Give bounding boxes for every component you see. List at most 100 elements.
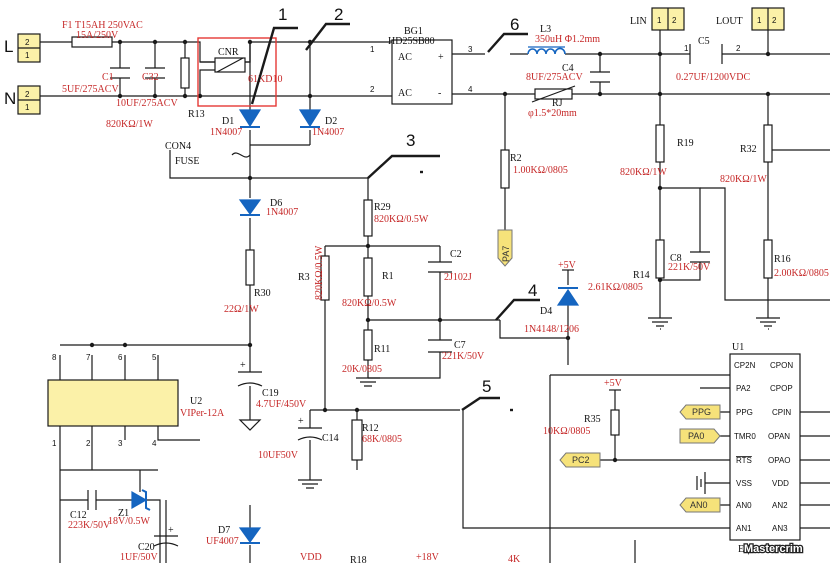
vcc5b-label: +5V bbox=[604, 378, 623, 389]
u1-pin-an0: AN0 bbox=[736, 501, 752, 510]
z1-value: 18V/0.5W bbox=[108, 516, 151, 527]
r18-label: R18 bbox=[350, 555, 367, 563]
u1-pin-pa2: PA2 bbox=[736, 384, 751, 393]
f1-rating: 15A/250V bbox=[76, 30, 119, 41]
c32-label: C32 bbox=[142, 72, 159, 83]
u1-pin-vdd: VDD bbox=[772, 479, 789, 488]
capacitor-c19: + C19 4.7UF/450V bbox=[237, 360, 307, 410]
l3-value: 350uH Φ1.2mm bbox=[535, 34, 600, 45]
r14-value: 2.61KΩ/0805 bbox=[588, 282, 643, 293]
lin-label: LIN bbox=[630, 16, 647, 27]
connector-n: 2 1 N bbox=[4, 85, 41, 115]
rj-label: RJ bbox=[552, 98, 563, 109]
c32-value: 10UF/275ACV bbox=[116, 98, 178, 109]
u2-pin-7: 7 bbox=[86, 353, 91, 362]
u2-pin-5: 5 bbox=[152, 353, 157, 362]
bg1-label: BG1 bbox=[404, 26, 423, 37]
r30-label: R30 bbox=[254, 288, 271, 299]
c5-value: 0.27UF/1200VDC bbox=[676, 72, 751, 83]
fuse-label: FUSE bbox=[175, 156, 199, 167]
u1-pin-cpin: CPIN bbox=[772, 408, 791, 417]
marker-1: 1 bbox=[250, 5, 298, 105]
u2-pin-1: 1 bbox=[52, 439, 57, 448]
r35-value: 10KΩ/0805 bbox=[543, 426, 590, 437]
u2-pin-2: 2 bbox=[86, 439, 91, 448]
c2-label: C2 bbox=[450, 249, 462, 260]
u2-pin-8: 8 bbox=[52, 353, 57, 362]
cnr-highlight-box bbox=[197, 37, 277, 107]
c2-value: 2J102J bbox=[444, 272, 472, 283]
d7-label: D7 bbox=[218, 525, 230, 536]
c5-pin-2: 2 bbox=[736, 44, 741, 53]
bg1-plus: + bbox=[438, 52, 444, 63]
capacitor-c7: C7 221K/50V bbox=[428, 339, 485, 362]
capacitor-c14: + C14 10UF50V bbox=[258, 416, 339, 461]
capacitor-c5: C5 1 2 0.27UF/1200VDC bbox=[676, 36, 751, 83]
c8-value: 221K/50V bbox=[668, 262, 711, 273]
diode-d7: D7 UF4007 bbox=[206, 525, 262, 547]
marker-5-label: 5 bbox=[482, 377, 491, 396]
u2-part: VIPer-12A bbox=[180, 408, 225, 419]
lin-pin-2: 2 bbox=[672, 16, 677, 25]
junction-dots bbox=[89, 39, 771, 463]
ground-symbols bbox=[238, 317, 780, 494]
r19-value: 820KΩ/1W bbox=[620, 167, 667, 178]
thermistor-rj: RJ φ1.5*20mm bbox=[528, 85, 577, 119]
d2-label: D2 bbox=[325, 116, 337, 127]
pc2-label: PC2 bbox=[572, 455, 590, 465]
vcc18-label: +18V bbox=[416, 552, 440, 563]
d6-label: D6 bbox=[270, 198, 282, 209]
cnr-label: CNR bbox=[218, 47, 239, 58]
marker-2-label: 2 bbox=[334, 5, 343, 24]
r30-value: 22Ω/1W bbox=[224, 304, 259, 315]
lout-pin-1: 1 bbox=[757, 16, 762, 25]
inductor-l3: L3 350uH Φ1.2mm bbox=[527, 24, 600, 55]
d1-label: D1 bbox=[222, 116, 234, 127]
c20-plus: + bbox=[168, 525, 174, 536]
marker-6-label: 6 bbox=[510, 15, 519, 34]
u1-pin-cp2n: CP2N bbox=[734, 361, 756, 370]
c4-label: C4 bbox=[562, 63, 574, 74]
cnr-value: 61KD10 bbox=[248, 74, 282, 85]
r12-label: R12 bbox=[362, 423, 379, 434]
port-ppg: PPG bbox=[679, 404, 721, 420]
c7-value: 221K/50V bbox=[442, 351, 485, 362]
r11-label: R11 bbox=[374, 344, 390, 355]
port-an0: AN0 bbox=[679, 497, 721, 513]
resistor-r3: R3 820KΩ/0.5W bbox=[298, 245, 330, 301]
r13-label: R13 bbox=[188, 109, 205, 120]
marker-3-label: 3 bbox=[406, 131, 415, 150]
eg-label: EG bbox=[738, 544, 751, 555]
bg1-minus: - bbox=[438, 88, 441, 99]
u1-pin-ppg: PPG bbox=[736, 408, 753, 417]
resistor-r11: R11 20K/0805 bbox=[342, 329, 390, 375]
resistor-r29: R29 820KΩ/0.5W bbox=[363, 199, 429, 237]
resistor-r35: R35 10KΩ/0805 bbox=[543, 409, 620, 437]
c1-value: 5UF/275ACV bbox=[62, 84, 119, 95]
marker-4: 4 bbox=[495, 281, 540, 321]
r12-value: 68K/0805 bbox=[362, 434, 402, 445]
diode-d6: D6 1N4007 bbox=[238, 198, 298, 218]
marker-6: 6 bbox=[487, 15, 528, 53]
diode-d2: D2 1N4007 bbox=[298, 109, 344, 138]
connector-l-label: L bbox=[4, 37, 13, 56]
r11-value: 20K/0805 bbox=[342, 364, 382, 375]
u2-pin-3: 3 bbox=[118, 439, 123, 448]
c19-plus: + bbox=[240, 360, 246, 371]
fuse-f1: F1 T15AH 250VAC 15A/250V bbox=[62, 20, 143, 48]
capacitor-c32: C32 10UF/275ACV bbox=[116, 67, 178, 109]
u1-pin-an2: AN2 bbox=[772, 501, 788, 510]
r4k-label: 4K bbox=[508, 554, 521, 563]
watermark: Mastercrim bbox=[744, 543, 803, 555]
port-pc2: PC2 bbox=[559, 452, 601, 468]
resistor-r12: R12 68K/0805 bbox=[351, 419, 402, 461]
capacitor-c20: + C20 1UF/50V bbox=[120, 525, 179, 563]
c14-plus: + bbox=[298, 416, 304, 427]
d7-value: UF4007 bbox=[206, 536, 239, 547]
vdd-label: VDD bbox=[300, 552, 322, 563]
capacitor-c8: C8 221K/50V bbox=[668, 251, 711, 273]
c7-label: C7 bbox=[454, 340, 466, 351]
c20-label: C20 bbox=[138, 542, 155, 553]
u1-pin-opao: OPAO bbox=[768, 456, 791, 465]
